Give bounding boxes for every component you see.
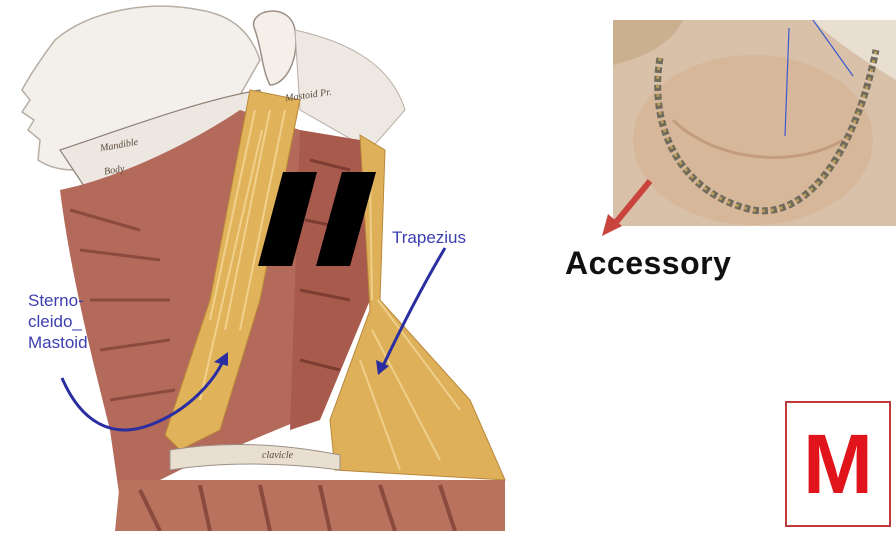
trapezius-label: Trapezius	[392, 227, 466, 248]
accessory-caption: Accessory	[565, 245, 731, 282]
sternocleidomastoid-line-3: Mastoid	[28, 332, 88, 353]
sternocleidomastoid-label: Sterno- cleido_ Mastoid	[28, 290, 88, 353]
clavicle-label: clavicle	[262, 450, 293, 461]
red-arrow-icon	[598, 176, 658, 238]
neck-muscles-illustration: Sterno- cleido_ Mastoid Trapezius Mandib…	[0, 0, 560, 531]
sternocleidomastoid-line-1: Sterno-	[28, 290, 88, 311]
badge-letter: M	[803, 422, 873, 506]
sternocleidomastoid-line-2: cleido_	[28, 311, 88, 332]
corner-badge: M	[785, 401, 891, 527]
